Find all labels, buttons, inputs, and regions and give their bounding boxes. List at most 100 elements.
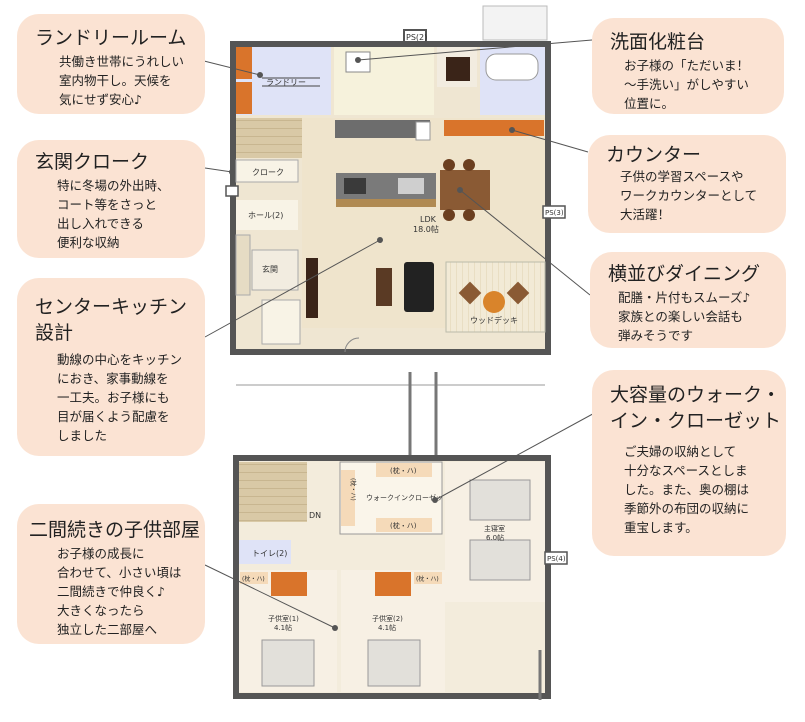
callout-dining-title: 横並びダイニング (608, 263, 761, 285)
kid2-bed (367, 639, 421, 687)
entrance-label: 玄関 (262, 264, 278, 274)
master-bed-1 (469, 479, 531, 521)
floor2-stairs (239, 462, 307, 522)
kid1-desk (271, 572, 307, 596)
kid1-size-label: 4.1帖 (274, 623, 292, 632)
callout-dining: 横並びダイニング 配膳・片付もスムーズ♪ 家族との楽しい会話も 弾みそうです (590, 252, 786, 348)
entry-step (261, 299, 301, 345)
callout-center-kitchen-title: センターキッチン 設計 (35, 296, 188, 344)
ps-box-top (403, 29, 427, 43)
callout-laundry-room-body: 共働き世帯にうれしい 室内物干し。天候を 気にせず安心♪ (59, 54, 185, 107)
callout-laundry-room: ランドリールーム 共働き世帯にうれしい 室内物干し。天候を 気にせず安心♪ (17, 14, 205, 114)
sink (398, 178, 424, 194)
callout-entrance-cloak-title: 玄関クローク (35, 151, 150, 173)
ps2-label: PS(4) (547, 555, 566, 563)
coffee-table (376, 268, 392, 306)
leader-kids (204, 564, 336, 629)
kid1-shelf (240, 572, 268, 584)
deck-table (483, 291, 505, 313)
entrance (251, 249, 299, 291)
leader-vanity (357, 39, 593, 61)
ps-box-right (542, 205, 566, 219)
floor2-plan: DN トイレ(2) (枕・ハ) (枕・ハ) (枕・ハ) ウォークインクローゼット… (233, 372, 568, 700)
kid2-shelf-label: (枕・ハ) (416, 575, 439, 583)
master-size-label: 6.0帖 (486, 533, 504, 542)
wood-deck-label: ウッドデッキ (470, 315, 518, 325)
deck-chair (506, 281, 530, 305)
ps-box-left (225, 185, 239, 197)
master-bed-2 (469, 539, 531, 581)
ps-top-label: PS(2) (406, 33, 427, 42)
master-label: 主寝室 (484, 524, 505, 533)
leader-kitchen (204, 239, 381, 338)
study-counter (444, 120, 544, 136)
callout-vanity-body: お子様の「ただいま！ ～手洗い」がしやすい 位置に。 (624, 58, 750, 111)
laundry-shelf-1 (236, 47, 252, 79)
leader-lines (199, 39, 601, 631)
exterior-unit (482, 5, 548, 41)
leader-cloak (204, 167, 233, 173)
dining-chair (463, 159, 475, 171)
dining-chair (443, 159, 455, 171)
sofa (404, 262, 434, 312)
wic-shelf-bottom-label: (枕・ハ) (390, 521, 417, 530)
bathtub (485, 53, 539, 81)
callout-counter-title: カウンター (606, 144, 702, 166)
laundry-label: ランドリー (266, 78, 306, 87)
callout-vanity-title: 洗面化粧台 (610, 31, 706, 53)
kid2-desk (375, 572, 411, 596)
washer (446, 57, 470, 81)
hall (236, 200, 298, 230)
dn-label: DN (309, 511, 321, 520)
leader-wic (434, 409, 601, 501)
callout-vanity: 洗面化粧台 お子様の「ただいま！ ～手洗い」がしやすい 位置に。 (592, 18, 784, 114)
cloak (235, 159, 299, 183)
cloak-label: クローク (252, 168, 284, 177)
dining-chair (443, 209, 455, 221)
callout-kids-room: 二間続きの子供部屋 お子様の成長に 合わせて、小さい頃は 二間続きで仲良く♪ 大… (17, 504, 205, 644)
leader-counter (511, 129, 589, 153)
kid1-bed (261, 639, 315, 687)
callout-walk-in-closet: 大容量のウォーク・ イン・クローゼット ご夫婦の収納として 十分なスペースとしま… (592, 370, 786, 556)
dining-chair (463, 209, 475, 221)
callout-laundry-room-title: ランドリールーム (35, 27, 187, 49)
kid2-label: 子供室(2) (372, 614, 403, 623)
ps-box-2 (544, 551, 568, 565)
callout-walk-in-closet-body: ご夫婦の収納として 十分なスペースとしま した。また、奥の棚は 季節外の布団の収… (624, 444, 750, 535)
ps-right-label: PS(3) (545, 209, 564, 217)
hall-label: ホール(2) (248, 211, 283, 220)
entrance-closet (235, 234, 251, 296)
dining-table (440, 170, 490, 210)
deck-chair (458, 281, 482, 305)
wic-shelf-side-label: (枕・ハ) (349, 478, 357, 501)
callout-counter-body: 子供の学習スペースや ワークカウンターとして 大活躍！ (620, 169, 758, 222)
tv-stand (306, 258, 318, 318)
leader-laundry (199, 59, 261, 76)
callout-kids-room-body: お子様の成長に 合わせて、小さい頃は 二間続きで仲良く♪ 大きくなったら 独立し… (57, 546, 182, 637)
callout-dining-body: 配膳・片付もスムーズ♪ 家族との楽しい会話も 弾みそうです (618, 290, 751, 343)
callout-center-kitchen-body: 動線の中心をキッチン におき、家事動線を 一工夫。お子様にも 目が届くよう配慮を… (57, 352, 183, 443)
entrance-door (344, 337, 360, 353)
stove (344, 178, 366, 194)
callout-kids-room-title: 二間続きの子供部屋 (29, 519, 201, 541)
wic-shelf-top-label: (枕・ハ) (390, 466, 417, 475)
kid1-label: 子供室(1) (268, 614, 299, 623)
wic-shelf-side (341, 470, 355, 526)
kid1-shelf-label: (枕・ハ) (242, 575, 265, 583)
callout-counter: カウンター 子供の学習スペースや ワークカウンターとして 大活躍！ (588, 135, 786, 233)
toilet-room-2 (239, 540, 291, 564)
wic-shelf-top (376, 463, 432, 477)
wic-label: ウォークインクローゼット (366, 493, 450, 502)
kid2-shelf (414, 572, 442, 584)
callout-entrance-cloak: 玄関クローク 特に冬場の外出時、 コート等をさっと 出し入れできる 便利な収納 (17, 140, 205, 258)
wic-shelf-bottom (376, 518, 432, 532)
floor1-stairs (236, 118, 302, 158)
island-edge (336, 199, 436, 207)
fridge (415, 121, 431, 141)
ldk-size-label: 18.0帖 (413, 224, 439, 234)
kitchen-back-counter (335, 120, 430, 138)
callout-walk-in-closet-title: 大容量のウォーク・ イン・クローゼット (610, 384, 782, 432)
leader-dining (459, 189, 591, 296)
toilet-label: トイレ(2) (252, 549, 287, 558)
